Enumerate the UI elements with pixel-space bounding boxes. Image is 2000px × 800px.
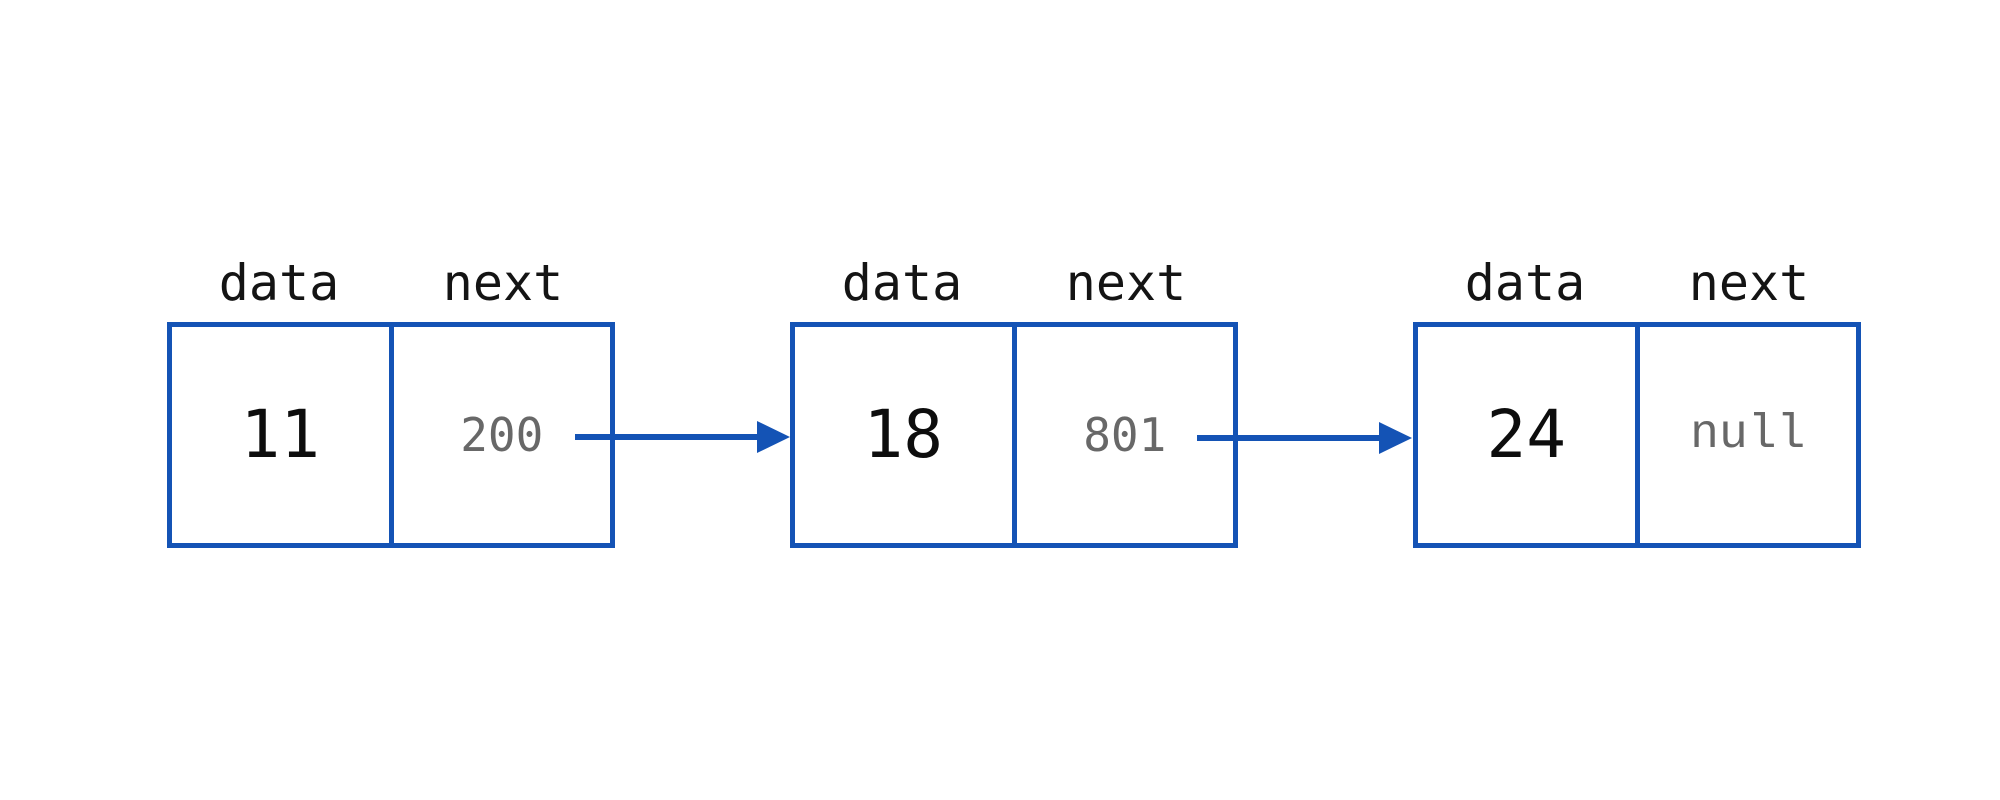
data-value: 18	[863, 396, 943, 473]
next-pointer-value: null	[1690, 408, 1806, 462]
data-value: 24	[1486, 396, 1566, 473]
node-box: 11 200	[167, 322, 615, 548]
node-box: 24 null	[1413, 322, 1861, 548]
field-labels-row: data next	[1413, 252, 1861, 322]
field-labels-row: data next	[167, 252, 615, 322]
linked-list-node: data next 24 null	[1413, 252, 1861, 548]
next-cell: null	[1634, 327, 1857, 543]
field-labels-row: data next	[790, 252, 1238, 322]
next-field-label: next	[1688, 254, 1810, 312]
data-cell: 18	[795, 327, 1012, 543]
data-value: 11	[240, 396, 320, 473]
linked-list-node: data next 18 801	[790, 252, 1238, 548]
next-cell: 801	[1011, 327, 1234, 543]
next-field-label: next	[1065, 254, 1187, 312]
node-box: 18 801	[790, 322, 1238, 548]
linked-list-node: data next 11 200	[167, 252, 615, 548]
data-cell: 11	[172, 327, 389, 543]
next-pointer-value: 200	[460, 408, 544, 462]
next-cell: 200	[388, 327, 611, 543]
data-field-label: data	[1464, 254, 1586, 312]
next-field-label: next	[442, 254, 564, 312]
data-cell: 24	[1418, 327, 1635, 543]
data-field-label: data	[218, 254, 340, 312]
data-field-label: data	[841, 254, 963, 312]
next-pointer-value: 801	[1083, 408, 1167, 462]
